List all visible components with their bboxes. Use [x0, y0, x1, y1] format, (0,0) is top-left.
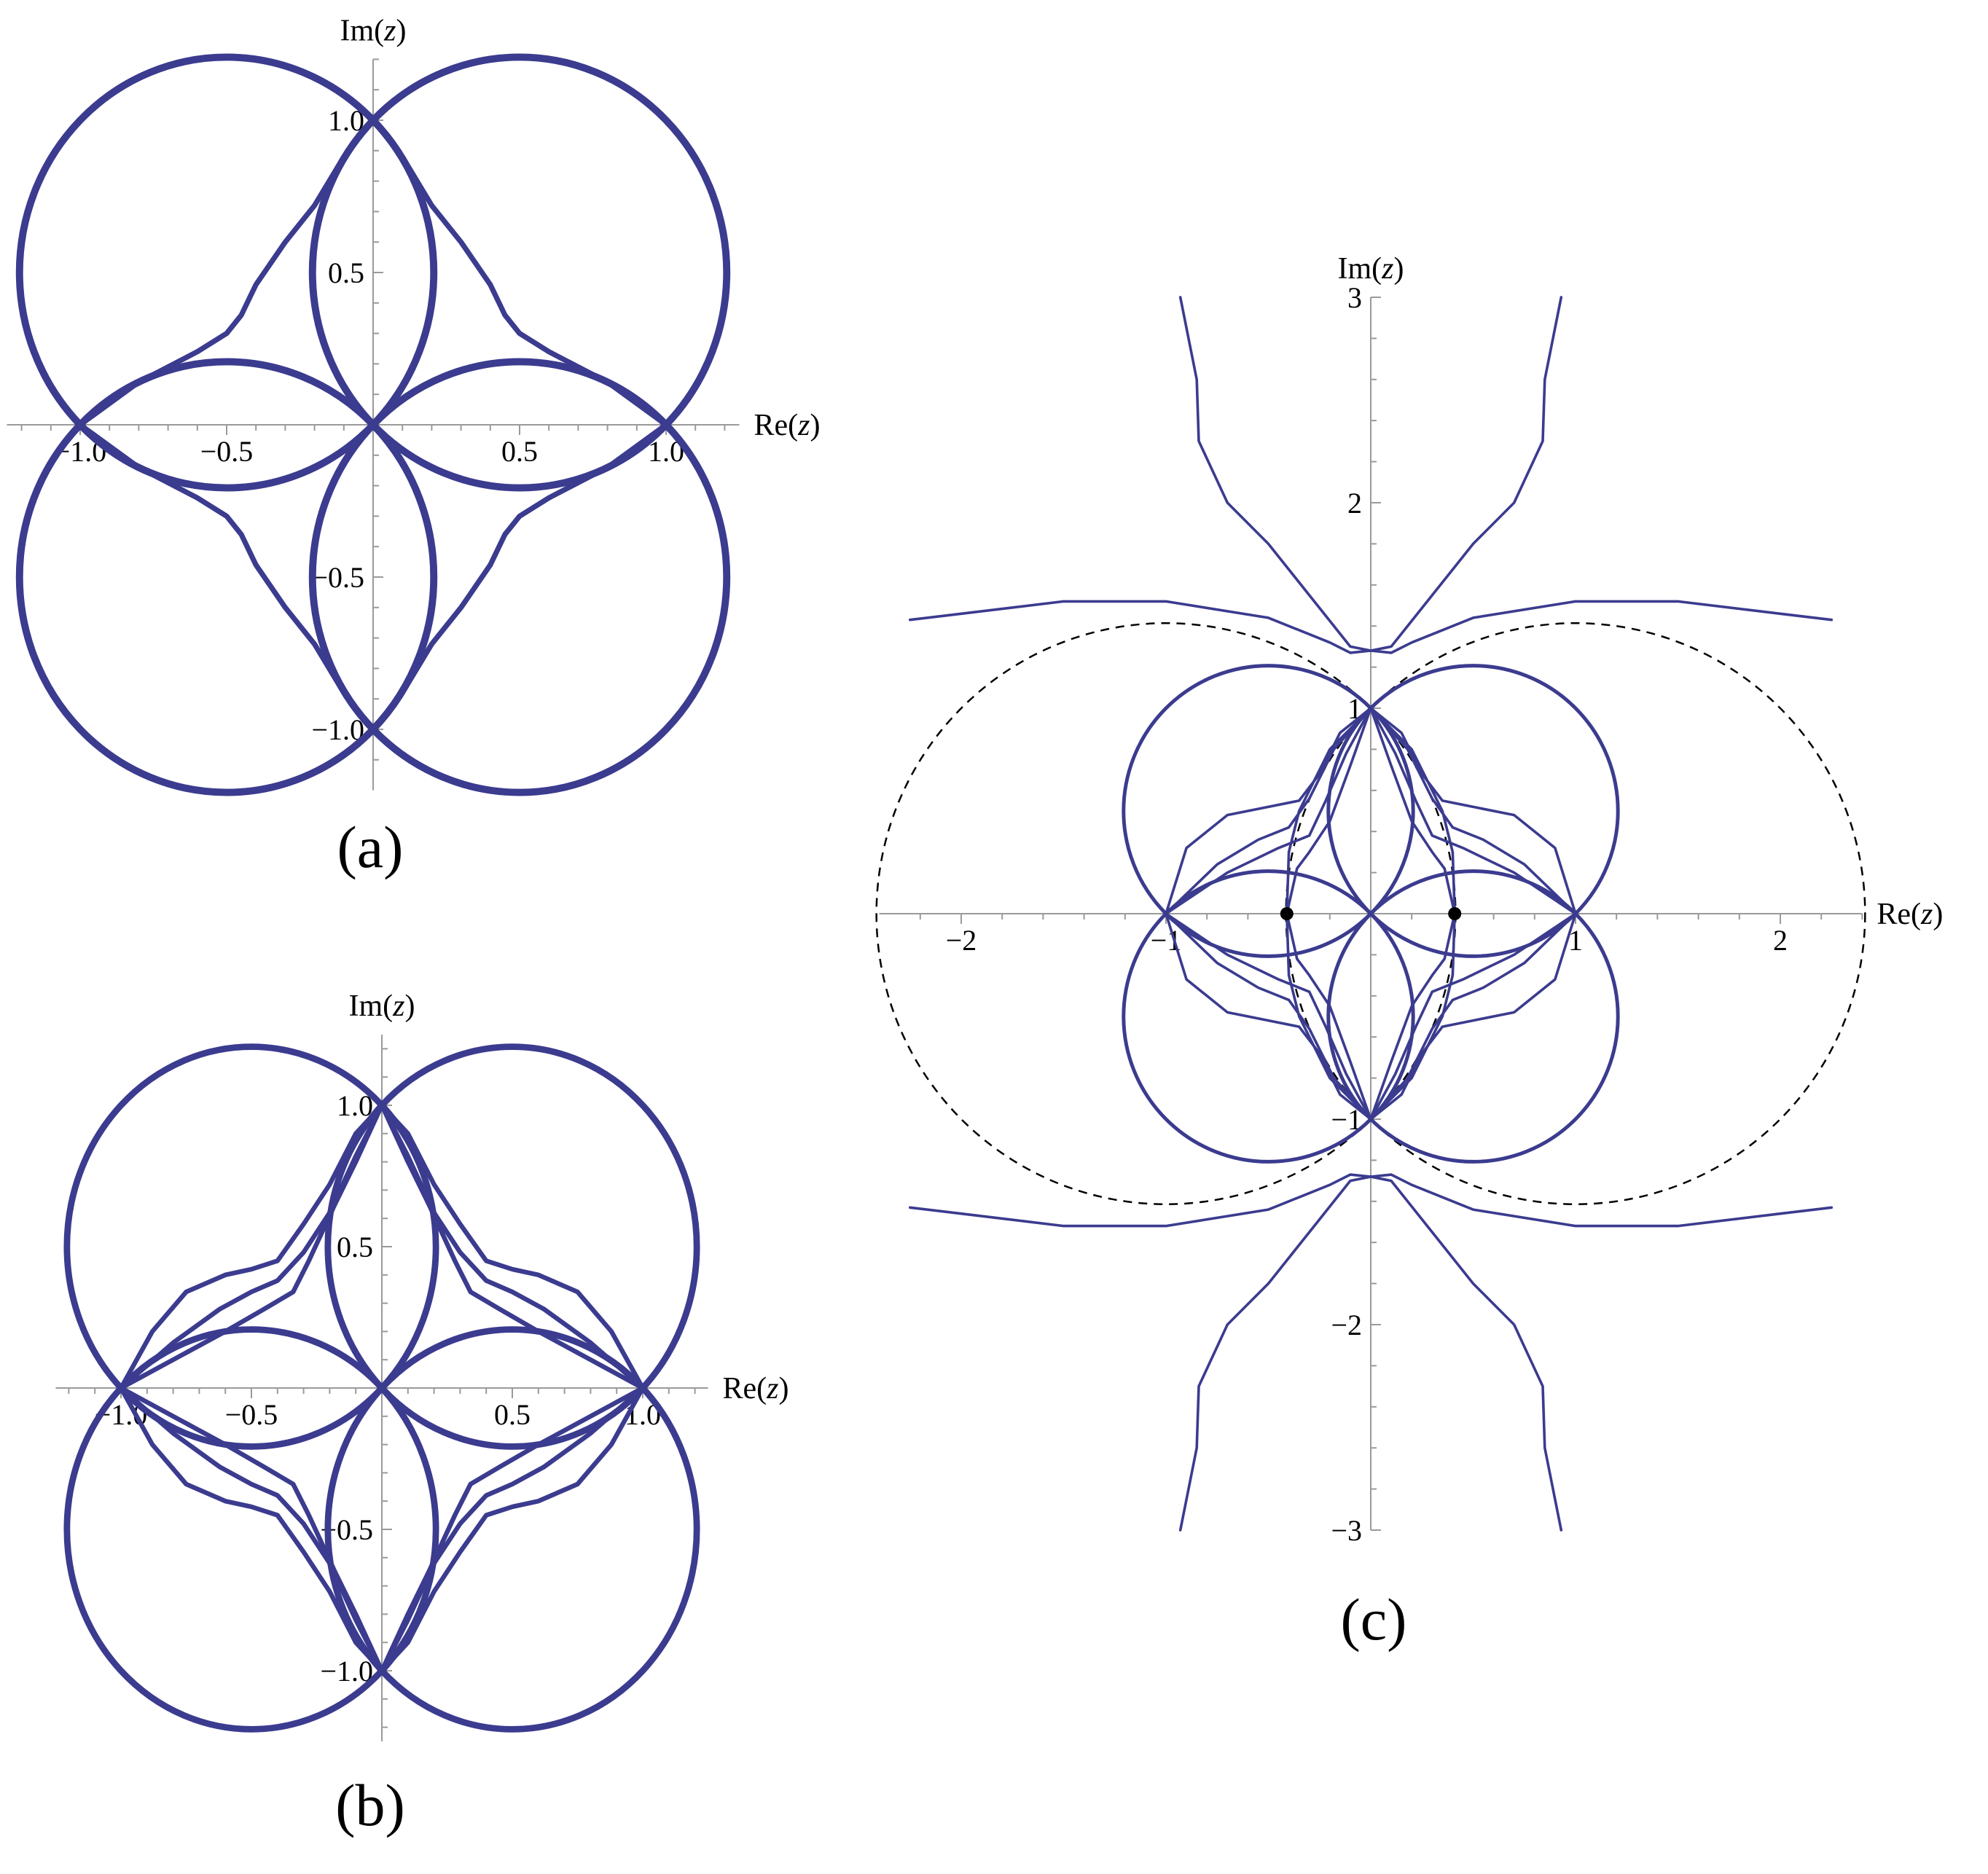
series-curve: [1165, 707, 1372, 915]
series-curve: [1369, 912, 1577, 1121]
y-tick-label: −2: [1331, 1309, 1362, 1341]
series-curve: [1369, 707, 1456, 915]
series-curve: [1369, 600, 1834, 654]
panel-label: (a): [337, 814, 403, 880]
y-tick-label: 2: [1347, 487, 1362, 520]
series-circle: [1326, 664, 1620, 958]
y-tick-label: −0.5: [311, 561, 364, 594]
y-tick-label: 3: [1347, 281, 1362, 314]
series-curve: [1165, 912, 1372, 1121]
series-curve: [909, 600, 1372, 654]
series-circle: [15, 358, 438, 796]
series-curve: [1178, 296, 1372, 652]
series-curve: [1369, 707, 1577, 915]
series-circle: [324, 1326, 700, 1733]
y-tick-label: 0.5: [328, 256, 364, 289]
series-curve: [118, 1385, 385, 1674]
x-tick-label: 2: [1773, 924, 1788, 957]
series-curve: [77, 422, 376, 732]
x-tick-label: 0.5: [494, 1398, 531, 1431]
x-tick-label: −2: [946, 924, 977, 957]
series-curve: [1285, 912, 1372, 1121]
series-curve: [1178, 1175, 1372, 1532]
marked-point: [1448, 907, 1462, 920]
panel-label: (c): [1340, 1586, 1406, 1653]
series-circle: [1122, 869, 1415, 1164]
series-curve: [1369, 912, 1456, 1121]
series-curve: [370, 422, 669, 732]
series-curve: [118, 1102, 385, 1391]
series-circle: [1326, 869, 1620, 1164]
y-tick-label: 0.5: [337, 1231, 373, 1263]
series-curve: [1369, 1175, 1563, 1532]
marked-point: [1280, 907, 1294, 920]
x-tick-label: −0.5: [200, 435, 254, 468]
y-tick-label: −3: [1331, 1514, 1362, 1547]
series-circle: [15, 53, 438, 492]
series-curve: [909, 1173, 1372, 1228]
series-curve: [1369, 912, 1577, 1121]
y-axis-label: Im(z): [340, 14, 406, 47]
series-curve: [1165, 912, 1372, 1121]
y-tick-label: −1.0: [311, 713, 364, 746]
series-curve: [379, 1385, 646, 1674]
series-curve: [379, 1102, 646, 1391]
series-circle: [308, 358, 731, 796]
series-curve: [1369, 707, 1577, 915]
series-curve: [118, 1102, 385, 1391]
y-axis-label: Im(z): [1337, 252, 1404, 286]
x-tick-label: 1: [1568, 924, 1583, 957]
series-curve: [1369, 1173, 1834, 1228]
series-curve: [1285, 912, 1372, 1121]
x-axis-label: Re(z): [754, 409, 821, 442]
series-curve: [1369, 912, 1577, 1121]
series-circle: [63, 1043, 439, 1450]
x-tick-label: −0.5: [225, 1398, 278, 1431]
series-curve: [77, 117, 376, 428]
series-circle: [1122, 664, 1415, 958]
x-axis-label: Re(z): [1877, 898, 1943, 931]
x-axis-label: Re(z): [723, 1372, 789, 1406]
series-curve: [1165, 707, 1372, 915]
series-curve: [370, 117, 669, 428]
series-curve: [1369, 912, 1456, 1121]
series-curve: [379, 1102, 646, 1391]
series-circle: [308, 53, 731, 492]
series-curve: [118, 1385, 385, 1674]
series-curve: [379, 1102, 646, 1391]
series-curve: [1369, 296, 1563, 652]
y-axis-label: Im(z): [348, 989, 415, 1023]
x-tick-label: 0.5: [501, 435, 538, 468]
series-circle: [324, 1043, 700, 1450]
series-curve: [1165, 707, 1372, 915]
series-curve: [1285, 707, 1372, 915]
series-curve: [379, 1385, 646, 1674]
series-curve: [1165, 912, 1372, 1121]
series-curve: [1285, 707, 1372, 915]
y-tick-label: −1.0: [320, 1655, 373, 1687]
panel-label: (b): [335, 1772, 405, 1838]
series-curve: [1369, 707, 1456, 915]
series-circle: [63, 1326, 439, 1733]
series-curve: [1369, 707, 1577, 915]
